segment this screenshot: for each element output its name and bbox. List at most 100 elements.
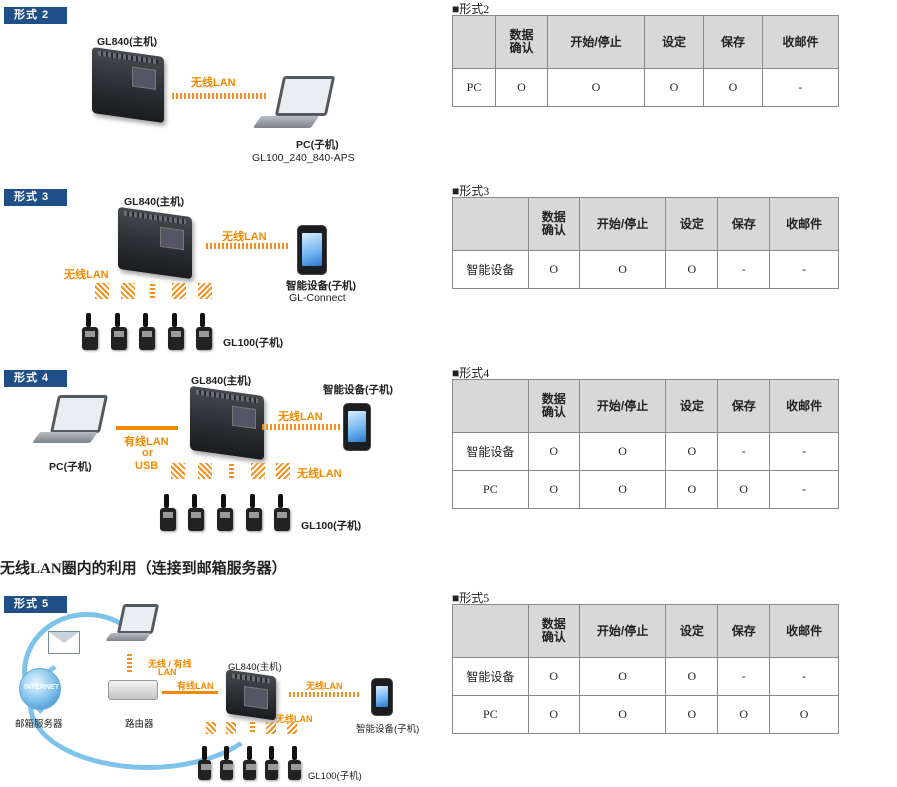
- form5-gl840-device: [226, 669, 276, 721]
- table-cell: O: [665, 695, 719, 734]
- table-row: 智能设备 O O O - -: [452, 657, 839, 696]
- form3-table: 数据 确认 开始/停止 设定 保存 收邮件 智能设备 O O O - -: [452, 197, 839, 289]
- form4-link-pc-label-3: USB: [135, 460, 159, 472]
- table-cell: PC: [452, 68, 496, 107]
- form3-host-label: GL840(主机): [124, 196, 185, 208]
- form2-pc-sub-label: GL100_240_840-APS: [252, 152, 355, 164]
- form5-link-router-label: 有线LAN: [177, 681, 214, 691]
- table-cell: O: [527, 432, 580, 471]
- form3-caption: ■形式3: [452, 184, 490, 198]
- form3-phone-label: 智能设备(子机): [286, 280, 356, 292]
- form3-header-start-stop: 开始/停止: [578, 197, 667, 251]
- form3-gl100-3: [139, 313, 155, 350]
- table-cell: O: [717, 695, 771, 734]
- form4-header-data-confirm: 数据 确认: [527, 379, 580, 433]
- form5-units-label: GL100(子机): [308, 771, 362, 782]
- form3-gl840-device: [118, 206, 192, 280]
- form4-wave-4: [251, 463, 265, 479]
- table-cell: -: [769, 470, 839, 509]
- table-cell: O: [527, 250, 580, 289]
- form3-gl100-5: [196, 313, 212, 350]
- form4-units-label: GL100(子机): [301, 520, 362, 532]
- form5-wireless-link-phone: [289, 692, 361, 697]
- form5-globe-text: INTERNET: [24, 684, 59, 691]
- form5-header-start-stop: 开始/停止: [578, 604, 667, 658]
- form2-caption: ■形式2: [452, 2, 490, 16]
- form2-header-save: 保存: [703, 15, 763, 69]
- table-cell: O: [665, 250, 719, 289]
- table-cell: O: [547, 68, 645, 107]
- table-cell: O: [527, 695, 580, 734]
- form4-wave-5: [276, 463, 290, 479]
- table-cell: O: [703, 68, 763, 107]
- form4-link-phone-label: 无线LAN: [278, 411, 323, 423]
- form3-link-units-label: 无线LAN: [64, 269, 109, 281]
- form5-phone-label: 智能设备(子机): [356, 724, 420, 735]
- table-cell: -: [769, 250, 839, 289]
- form2-tag: 形式 2: [4, 7, 67, 24]
- table-row: 智能设备 O O O - -: [452, 432, 839, 471]
- form4-tag: 形式 4: [4, 370, 67, 387]
- form4-header-save: 保存: [717, 379, 771, 433]
- form3-wave-1: [95, 283, 109, 299]
- form3-link-phone-label: 无线LAN: [222, 231, 267, 243]
- table-cell: 智能设备: [452, 432, 529, 471]
- form4-link-pc-label-1: 有线LAN: [124, 436, 169, 448]
- form5-wave-2: [226, 722, 236, 734]
- table-cell: PC: [452, 695, 529, 734]
- form5-gl100-2: [220, 746, 233, 780]
- form4-smartphone: [343, 403, 371, 451]
- form5-router-label: 路由器: [125, 719, 154, 730]
- table-cell: -: [717, 432, 771, 471]
- form3-tag: 形式 3: [4, 189, 67, 206]
- form2-header-settings: 设定: [644, 15, 704, 69]
- table-cell: -: [717, 250, 771, 289]
- form4-table: 数据 确认 开始/停止 设定 保存 收邮件 智能设备 O O O - - PC …: [452, 379, 839, 509]
- form5-gl100-5: [288, 746, 301, 780]
- form5-caption: ■形式5: [452, 591, 490, 605]
- form4-wave-3: [229, 464, 234, 480]
- table-cell: O: [495, 68, 548, 107]
- form5-host-label: GL840(主机): [228, 662, 282, 673]
- form3-phone-sub-label: GL-Connect: [289, 292, 346, 304]
- table-cell: O: [717, 470, 771, 509]
- form5-link-units-label: 无线LAN: [276, 714, 313, 724]
- form2-header-data-confirm: 数据 确认: [495, 15, 548, 69]
- form5-tag: 形式 5: [4, 596, 67, 613]
- form5-wave-pc: [127, 654, 132, 674]
- table-cell: O: [578, 250, 667, 289]
- table-row: 智能设备 O O O - -: [452, 250, 839, 289]
- form4-caption: ■形式4: [452, 366, 490, 380]
- table-cell: O: [578, 657, 667, 696]
- form5-gl100-3: [243, 746, 256, 780]
- form4-wireless-link-phone: [262, 424, 340, 430]
- form4-gl100-2: [188, 494, 204, 531]
- form5-router: [108, 680, 158, 700]
- table-cell: 智能设备: [452, 657, 529, 696]
- form4-gl100-1: [160, 494, 176, 531]
- form5-header-mail: 收邮件: [769, 604, 839, 658]
- form5-link-phone-label: 无线LAN: [306, 681, 343, 691]
- form4-header-start-stop: 开始/停止: [578, 379, 667, 433]
- table-cell: O: [527, 470, 580, 509]
- form2-host-label: GL840(主机): [97, 36, 158, 48]
- form5-server-label: 邮箱服务器: [15, 719, 63, 730]
- form4-pc-label: PC(子机): [49, 461, 92, 473]
- form4-gl100-4: [246, 494, 262, 531]
- form4-gl100-3: [217, 494, 233, 531]
- form3-header-blank: [452, 197, 529, 251]
- form3-header-save: 保存: [717, 197, 771, 251]
- form5-header-settings: 设定: [665, 604, 719, 658]
- form5-gl100-1: [198, 746, 211, 780]
- form5-wired-link: [162, 691, 218, 694]
- form2-header-start-stop: 开始/停止: [547, 15, 645, 69]
- table-cell: O: [769, 695, 839, 734]
- form2-wireless-link: [172, 93, 268, 99]
- form5-wave-3: [250, 722, 255, 734]
- table-cell: -: [769, 432, 839, 471]
- form2-pc-label: PC(子机): [296, 139, 339, 151]
- table-cell: O: [578, 470, 667, 509]
- form5-link-pc-label-1: 无线 / 有线: [148, 659, 192, 669]
- form2-table: 数据 确认 开始/停止 设定 保存 收邮件 PC O O O O -: [452, 15, 839, 107]
- table-cell: O: [665, 432, 719, 471]
